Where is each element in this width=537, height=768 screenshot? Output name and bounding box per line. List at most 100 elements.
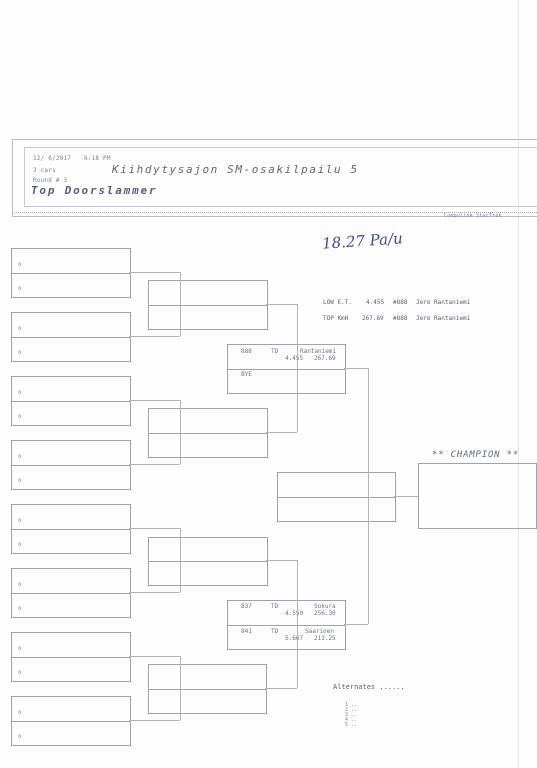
round1-slot-marker: o [18,477,22,484]
low-et-value: 4.455 [366,299,385,306]
bracket-line [180,400,181,464]
round1-slot-marker: o [18,261,22,268]
champion-box [418,463,537,529]
top-speed-car: #888 [393,315,408,322]
round1-slot-marker: o [18,709,22,716]
semifinal-bottom-entry2-et: 5.667 [285,635,304,642]
software-brand: Compulink StarTrek [444,213,502,219]
bracket-line [368,368,369,624]
semifinal-bottom-entry1-speed: 256.30 [314,610,336,617]
bracket-line [344,624,368,625]
top-speed-value: 267.69 [362,315,384,322]
quarterfinal-box-3 [148,537,268,586]
page-edge-shadow [518,0,519,768]
quarterfinal-box-1 [148,280,268,330]
print-time: 6:18 PM [84,155,111,162]
alternates-item-2: 2 .. [345,707,358,713]
bracket-line [129,400,180,401]
header-frame [12,139,537,217]
class-name: Top Doorslammer [31,184,158,197]
round1-slot-marker: o [18,541,22,548]
final-box [277,472,396,522]
semifinal-bottom-entry2-pos: TD [271,628,279,635]
low-et-car: #888 [393,299,408,306]
bracket-line [265,688,297,689]
round1-box-divider [12,593,130,594]
bracket-line [266,560,297,561]
round1-slot-marker: o [18,389,22,396]
semifinal-top-bye: BYE [241,371,252,378]
round1-box-divider [12,465,130,466]
semifinal-top-entry1-name: Rantaniemi [300,348,337,355]
semifinal-bottom-entry1-et: 4.550 [285,610,304,617]
bracket-line [394,496,418,497]
semifinal-bottom-entry2-speed: 213.25 [314,635,336,642]
top-speed-label: TOP KmH [323,315,349,322]
round1-slot-marker: o [18,413,22,420]
round1-box-divider [12,721,130,722]
bracket-line [129,464,180,465]
car-count: 3 cars [33,167,56,174]
round1-slot-marker: o [18,349,22,356]
header-rule [12,212,537,213]
semifinal-bottom-entry1-name: Sokura [314,603,336,610]
bracket-line [266,304,297,305]
bracket-line [129,528,180,529]
alternates-item-1: 1 .. [345,702,358,708]
semifinal-bottom-entry2-name: Saarinen [305,628,334,635]
low-et-label: LOW E.T. [323,299,352,306]
round1-slot-marker: o [18,669,22,676]
round1-slot-marker: o [18,645,22,652]
round1-slot-marker: o [18,605,22,612]
semifinal-top-entry1-pos: TD [271,348,279,355]
semifinal-bottom-entry1-number: 837 [241,603,252,610]
semifinal-box-bottom [227,600,346,650]
print-date: 12/ 6/2017 [33,155,72,162]
bracket-line [129,336,180,337]
round1-slot-marker: o [18,285,22,292]
round1-slot-marker: o [18,453,22,460]
round1-slot-marker: o [18,325,22,332]
champion-label: ** CHAMPION ** [432,450,520,460]
header-inner-frame [24,147,537,207]
bracket-line [344,368,368,369]
bracket-line [266,432,297,433]
round1-slot-marker: o [18,517,22,524]
alternates-item-3: 3 .. [345,712,358,718]
handwritten-time-and-initials: 18.27 Pa/u [321,229,404,253]
round1-box-divider [12,529,130,530]
semifinal-top-entry1-number: 888 [241,348,252,355]
alternates-label: Alternates ...... [333,683,405,691]
bracket-line [129,656,180,657]
bracket-line [180,656,181,720]
top-speed-driver: Jere Rantaniemi [416,315,471,322]
semifinal-bottom-entry1-pos: TD [271,603,279,610]
bracket-line [129,272,180,273]
bracket-line [129,592,180,593]
bracket-line [297,560,298,688]
round1-box-divider [12,273,130,274]
quarterfinal-box-4 [148,664,267,714]
bracket-line [180,272,181,336]
semifinal-top-entry1-et: 4.455 [285,355,304,362]
round1-slot-marker: o [18,733,22,740]
bracket-line [297,304,298,432]
quarterfinal-box-2 [148,408,268,458]
low-et-driver: Jere Rantaniemi [416,299,471,306]
semifinal-box-top [227,344,346,394]
bracket-line [129,720,180,721]
alternates-item-4: 4 .. [345,717,358,723]
round1-box-divider [12,401,130,402]
round1-box-divider [12,337,130,338]
semifinal-bottom-entry2-number: 841 [241,628,252,635]
alternates-item-5: 5 .. [345,722,358,728]
bracket-line [180,528,181,592]
